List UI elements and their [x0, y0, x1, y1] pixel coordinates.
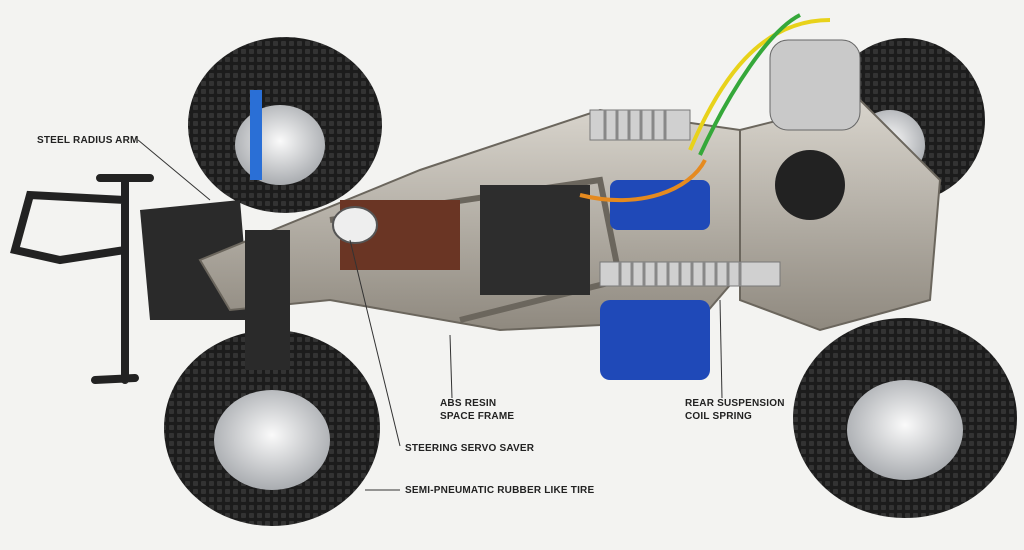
- label-tire: SEMI-PNEUMATIC RUBBER LIKE TIRE: [405, 485, 595, 496]
- label-coil-spring: COIL SPRING: [685, 411, 753, 422]
- leader-lines: [137, 139, 723, 491]
- front-upright: [245, 230, 290, 370]
- label-space-frame: SPACE FRAME: [440, 411, 515, 422]
- front-bumper: [10, 174, 154, 384]
- tire-front-bottom: [164, 330, 380, 526]
- receiver-box: [480, 185, 590, 295]
- tire-rear-bottom: [793, 318, 1017, 518]
- motor-cap: [775, 150, 845, 220]
- front-shock: [250, 90, 262, 180]
- battery: [600, 300, 710, 380]
- tire-front-top: [188, 37, 382, 213]
- label-steering-servo-saver: STEERING SERVO SAVER: [405, 443, 535, 454]
- servo-saver: [332, 206, 378, 244]
- wires: [688, 18, 831, 151]
- label-steel-radius-arm: STEEL RADIUS ARM: [37, 135, 139, 146]
- motor: [769, 39, 861, 131]
- label-rear-suspension: REAR SUSPENSION: [685, 398, 785, 409]
- rear-coil-spring: [599, 261, 781, 287]
- label-abs-resin: ABS RESIN: [440, 398, 497, 409]
